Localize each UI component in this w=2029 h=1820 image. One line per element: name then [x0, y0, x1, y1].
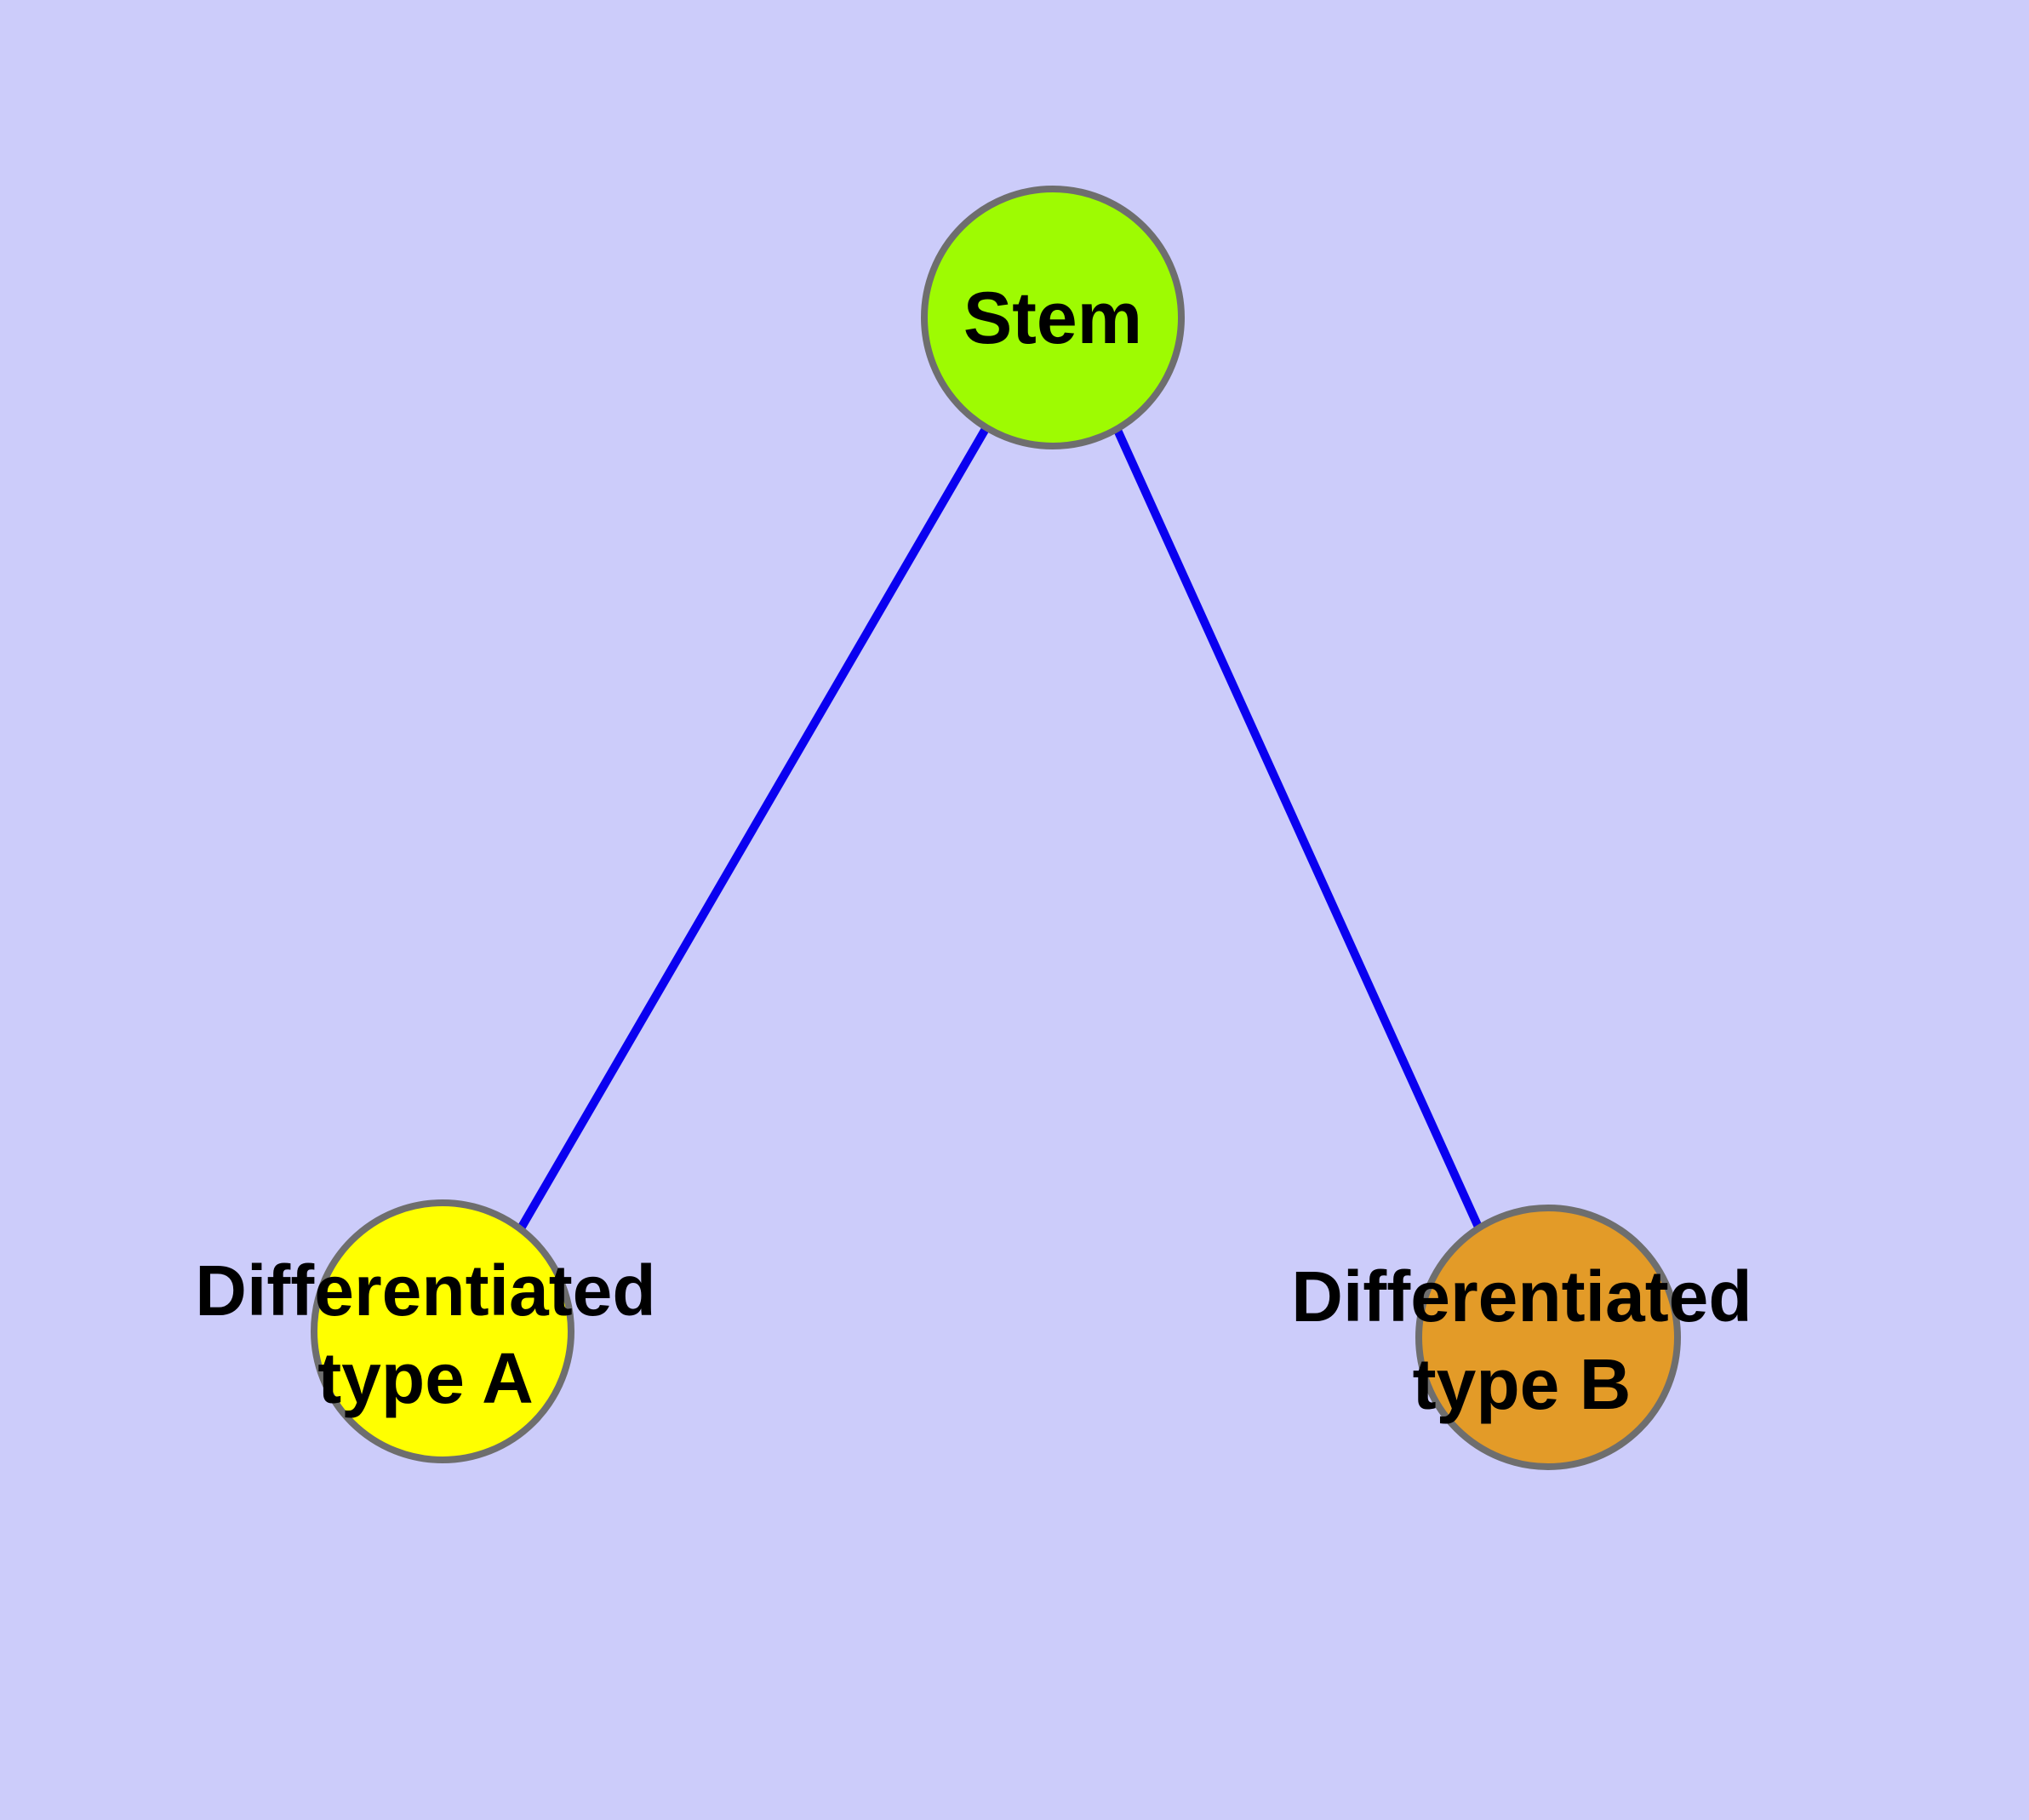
node-label-diff-a-line2: type A [317, 1338, 534, 1418]
node-label-stem: Stem [963, 278, 1142, 359]
node-label-diff-b-line1: Differentiated [1291, 1256, 1752, 1336]
edge-stem-to-diff-b[interactable] [1112, 426, 1485, 1235]
node-stem[interactable]: Stem [921, 186, 1185, 449]
node-label-diff-a-line1: Differentiated [195, 1251, 655, 1331]
node-label-layer: Differentiated type A Differentiated typ… [195, 1251, 1752, 1424]
node-diff-a[interactable] [311, 1199, 574, 1463]
circle-node-icon-diff-a[interactable] [311, 1199, 574, 1463]
circle-node-icon-stem[interactable] [921, 186, 1185, 449]
edge-stem-to-diff-a[interactable] [517, 425, 991, 1231]
node-layer: Stem [311, 186, 1681, 1470]
node-label-diff-b-line2: type B [1413, 1344, 1632, 1424]
edge-layer [517, 425, 1485, 1235]
node-diff-b[interactable] [1415, 1205, 1681, 1470]
circle-node-icon-diff-b[interactable] [1415, 1205, 1681, 1470]
